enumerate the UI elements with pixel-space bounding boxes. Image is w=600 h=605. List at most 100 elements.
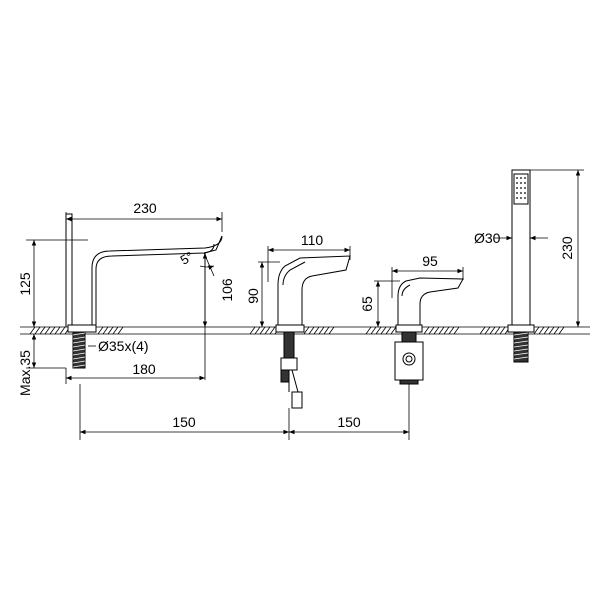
dim-spout-outlet-height-label: 106 xyxy=(219,278,235,302)
dim-handle1-height-label: 90 xyxy=(245,288,261,304)
dim-handshower-diameter: Ø30 xyxy=(474,230,548,246)
dim-spacing: 150 150 xyxy=(79,384,410,440)
dim-hole-diameter: Ø35x(4) xyxy=(88,338,149,354)
dim-spout-reach-label: 230 xyxy=(133,200,157,216)
hatch-line xyxy=(44,326,51,335)
thread-line xyxy=(72,344,86,348)
thread-line xyxy=(513,356,529,360)
nozzle-dot xyxy=(520,197,522,199)
thread-line xyxy=(72,340,86,344)
nozzle-dot xyxy=(520,187,522,189)
dim-spout-height-label: 125 xyxy=(17,272,33,296)
nozzle-dot xyxy=(524,197,526,199)
hatch-line xyxy=(484,326,491,335)
hatch-line xyxy=(259,326,266,335)
hatch-line xyxy=(34,326,41,335)
dim-spout-depth-label: 180 xyxy=(132,361,156,377)
thread-line xyxy=(513,340,529,344)
dim-handshower-height-label: 230 xyxy=(559,236,575,260)
nozzle-dot xyxy=(516,187,518,189)
hatch-line xyxy=(538,326,545,335)
hatch-line xyxy=(448,326,455,335)
thread-line xyxy=(513,332,529,336)
hatch-line xyxy=(308,326,315,335)
dim-handle1-reach: 110 xyxy=(267,232,351,282)
hatch-line xyxy=(428,326,435,335)
thread-line xyxy=(72,336,86,340)
thread-line xyxy=(72,356,86,360)
hatch-line xyxy=(533,326,540,335)
hatch-line xyxy=(385,326,392,335)
hatch-line xyxy=(29,326,36,335)
thread-line xyxy=(72,332,86,336)
hatch-line xyxy=(365,326,372,335)
hatch-line xyxy=(318,326,325,335)
nozzle-dot xyxy=(524,187,526,189)
dim-spout-reach: 230 xyxy=(65,200,223,232)
deck-hatching xyxy=(29,326,565,335)
hatch-line xyxy=(489,326,496,335)
thread-line xyxy=(72,348,86,352)
hatch-line xyxy=(97,326,104,335)
hatch-line xyxy=(479,326,486,335)
hatch-line xyxy=(433,326,440,335)
hatch-line xyxy=(380,326,387,335)
hatch-line xyxy=(303,326,310,335)
hatch-line xyxy=(39,326,46,335)
hatch-line xyxy=(375,326,382,335)
nozzle-dot xyxy=(520,177,522,179)
hatch-line xyxy=(548,326,555,335)
nozzle-dot xyxy=(524,177,526,179)
dim-max-deck-thickness: Max.35 xyxy=(17,334,66,396)
hatch-line xyxy=(323,326,330,335)
hatch-line xyxy=(249,326,256,335)
thread-line xyxy=(513,352,529,356)
hatch-line xyxy=(313,326,320,335)
nozzle-dot xyxy=(516,177,518,179)
thread-line xyxy=(513,336,529,340)
dim-handle2-height: 65 xyxy=(359,280,400,327)
hatch-line xyxy=(370,326,377,335)
nozzle-dot xyxy=(520,192,522,194)
hatch-line xyxy=(102,326,109,335)
thread-line xyxy=(72,360,86,364)
dim-handle1-reach-label: 110 xyxy=(301,232,324,248)
spout-fixture xyxy=(65,213,223,369)
mixer-handle-2 xyxy=(394,277,464,385)
hatch-line xyxy=(494,326,501,335)
nozzle-dot xyxy=(520,182,522,184)
hatch-line xyxy=(269,326,276,335)
thread-line xyxy=(513,344,529,348)
hatch-line xyxy=(328,326,335,335)
nozzle-dot xyxy=(516,192,518,194)
hatch-line xyxy=(59,326,66,335)
hatch-line xyxy=(438,326,445,335)
thread-line xyxy=(513,348,529,352)
dim-max-deck-thickness-label: Max.35 xyxy=(17,350,33,396)
dim-spout-angle-label: 5° xyxy=(178,248,196,267)
dim-handshower-height: 230 xyxy=(530,169,584,327)
dim-spacing-right-label: 150 xyxy=(337,414,361,430)
nozzle-dot xyxy=(516,182,518,184)
dim-spout-angle: 5° xyxy=(178,248,215,277)
dim-handle2-reach-label: 95 xyxy=(422,253,438,269)
hatch-line xyxy=(543,326,550,335)
nozzle-dot xyxy=(524,192,526,194)
hatch-line xyxy=(264,326,271,335)
hatch-line xyxy=(117,326,124,335)
dim-handle2-height-label: 65 xyxy=(359,296,375,312)
hatch-line xyxy=(443,326,450,335)
dim-spout-height: 125 xyxy=(17,239,88,327)
dim-hole-diameter-label: Ø35x(4) xyxy=(98,338,149,354)
hatch-line xyxy=(112,326,119,335)
dim-handle1-height: 90 xyxy=(245,261,280,327)
hatch-line xyxy=(107,326,114,335)
dim-spout-depth: 180 xyxy=(65,361,205,384)
hatch-line xyxy=(453,326,460,335)
hatch-line xyxy=(553,326,560,335)
hatch-line xyxy=(54,326,61,335)
thread-line xyxy=(72,364,86,368)
thread-line xyxy=(72,352,86,356)
hand-shower xyxy=(507,169,535,363)
hatch-line xyxy=(423,326,430,335)
